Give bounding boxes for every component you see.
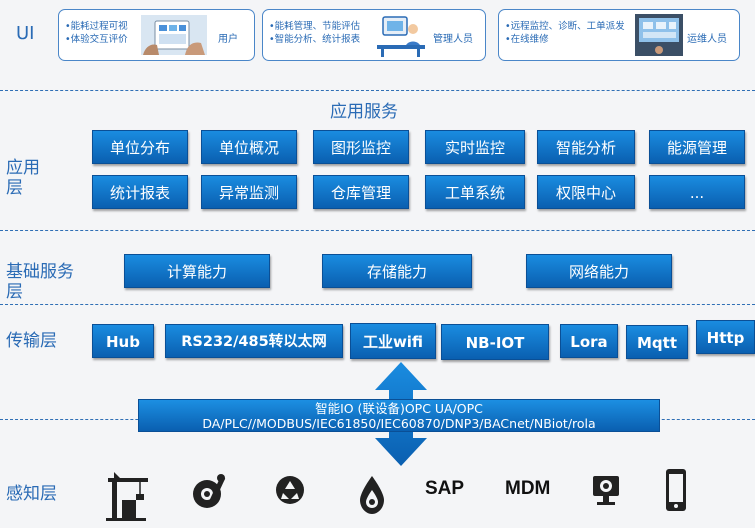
layer-label-application: 应用 层	[6, 158, 40, 198]
transport-industrial-wifi[interactable]: 工业wifi	[350, 323, 436, 359]
app-service-anomaly-detection[interactable]: 异常监测	[201, 175, 297, 209]
app-service-realtime-monitoring[interactable]: 实时监控	[425, 130, 525, 164]
tire-wrench-icon	[193, 474, 226, 508]
base-service-computing[interactable]: 计算能力	[124, 254, 270, 288]
monitoring-screen-icon	[635, 14, 683, 56]
transport-mqtt[interactable]: Mqtt	[626, 325, 688, 359]
protocol-banner-line1: 智能IO (联设备)OPC UA/OPC	[315, 401, 483, 416]
oil-drop-icon	[360, 476, 384, 514]
ui-card-operator: •远程监控、诊断、工单派发 •在线维修 运维人员	[498, 9, 740, 61]
divider-app	[0, 230, 755, 231]
divider-ui	[0, 90, 755, 91]
layer-label-perception: 感知层	[6, 484, 57, 504]
app-service-energy-management[interactable]: 能源管理	[649, 130, 745, 164]
transport-lora[interactable]: Lora	[560, 324, 618, 358]
transport-http[interactable]: Http	[696, 320, 755, 354]
ui-card-manager: •能耗管理、节能评估 •智能分析、统计报表 管理人员	[262, 9, 486, 61]
transport-hub[interactable]: Hub	[92, 324, 154, 358]
layer-label-transport: 传输层	[6, 331, 57, 351]
base-service-storage[interactable]: 存储能力	[322, 254, 472, 288]
transport-rs232-485[interactable]: RS232/485转以太网	[165, 324, 343, 358]
app-services-title: 应用服务	[330, 102, 398, 122]
app-service-unit-overview[interactable]: 单位概况	[201, 130, 297, 164]
app-service-warehouse-management[interactable]: 仓库管理	[313, 175, 409, 209]
ui-card-bullets: •远程监控、诊断、工单派发 •在线维修	[505, 21, 625, 45]
ui-card-bullets: •能耗管理、节能评估 •智能分析、统计报表	[269, 21, 361, 45]
ui-card-role: 用户	[218, 34, 238, 45]
tablet-user-icon	[141, 15, 207, 55]
ui-card-role: 运维人员	[687, 34, 727, 45]
app-service-intelligent-analysis[interactable]: 智能分析	[537, 130, 635, 164]
divider-base	[0, 304, 755, 305]
app-service-unit-distribution[interactable]: 单位分布	[92, 130, 188, 164]
layer-label-ui: UI	[16, 23, 35, 44]
protocol-banner: 智能IO (联设备)OPC UA/OPC DA/PLC//MODBUS/IEC6…	[138, 399, 660, 432]
app-service-graphic-monitoring[interactable]: 图形监控	[313, 130, 409, 164]
app-service-permission-center[interactable]: 权限中心	[537, 175, 635, 209]
layer-label-base-services: 基础服务 层	[6, 262, 74, 302]
mobile-phone-icon	[666, 469, 686, 511]
crane-icon	[106, 472, 148, 521]
protocol-banner-line2: DA/PLC//MODBUS/IEC61850/IEC60870/DNP3/BA…	[202, 416, 596, 431]
ui-card-role: 管理人员	[433, 34, 473, 45]
sensing-sap-label: SAP	[425, 478, 465, 499]
base-service-network[interactable]: 网络能力	[526, 254, 672, 288]
app-service-statistics-report[interactable]: 统计报表	[92, 175, 188, 209]
computer-gear-icon	[593, 476, 619, 505]
ui-card-user: •能耗过程可视 •体验交互评价 用户	[58, 9, 255, 61]
app-service-work-order-system[interactable]: 工单系统	[425, 175, 525, 209]
app-service-more[interactable]: ...	[649, 175, 745, 209]
ui-card-bullets: •能耗过程可视 •体验交互评价	[65, 21, 128, 45]
manager-desk-icon	[377, 16, 425, 57]
sensing-mdm-label: MDM	[505, 478, 551, 499]
recycle-icon	[276, 476, 304, 504]
transport-nb-iot[interactable]: NB-IOT	[441, 324, 549, 360]
